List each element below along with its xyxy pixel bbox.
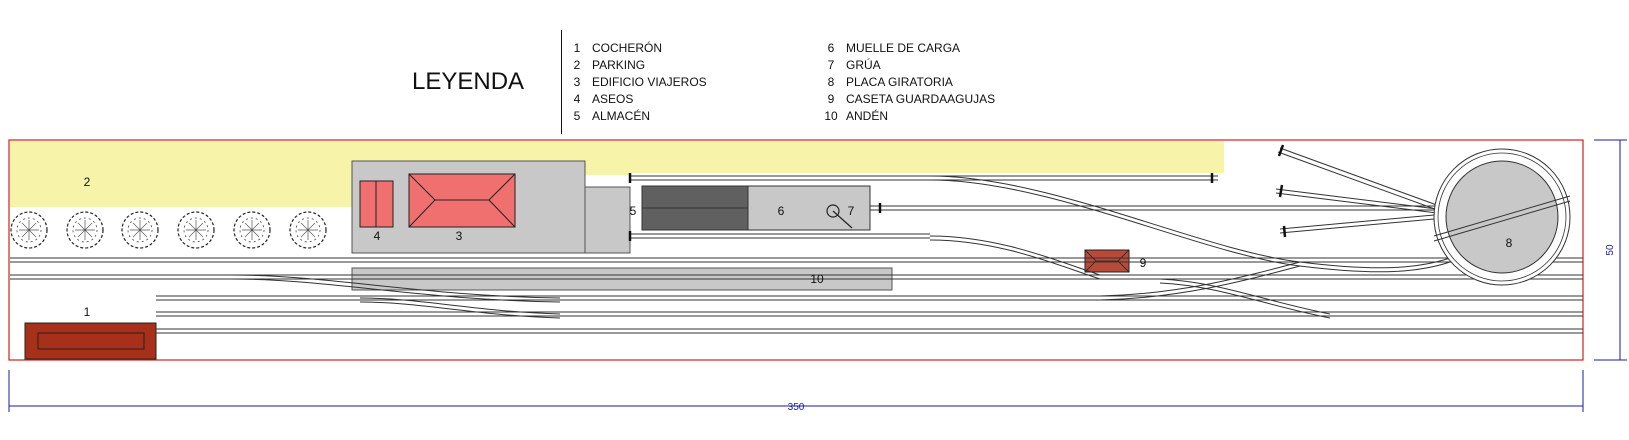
legend-item: 4 ASEOS — [566, 91, 707, 108]
tree-icon — [66, 211, 104, 249]
label-aseos: 4 — [374, 229, 381, 243]
dock-track-middle — [870, 205, 1450, 211]
track-3 — [156, 295, 1583, 301]
legend-item: 1 COCHERÓN — [566, 40, 707, 57]
dock-lower-connection — [929, 235, 1101, 280]
muelle-de-carga — [747, 185, 871, 231]
placa-giratoria-bridge — [1433, 195, 1571, 242]
legend-item-number: 6 — [827, 41, 835, 55]
legend-item-label: COCHERÓN — [592, 41, 663, 55]
crossover-left-2 — [359, 297, 561, 319]
legend-item-number: 7 — [827, 58, 835, 72]
legend-item-number: 1 — [573, 41, 581, 55]
cocheron-building — [24, 322, 157, 360]
legend-item-label: PARKING — [592, 58, 646, 72]
legend-item: 5 ALMACÉN — [566, 108, 707, 125]
label-almacen: 5 — [630, 204, 637, 218]
label-caseta-guardaagujas: 9 — [1140, 256, 1147, 270]
legend-item-label: ALMACÉN — [592, 109, 651, 123]
legend-item: 3 EDIFICIO VIAJEROS — [566, 74, 707, 91]
tree-icon — [121, 211, 159, 249]
radial-track-1 — [1277, 147, 1446, 213]
grua-arm — [832, 210, 853, 229]
grua-icon — [826, 204, 840, 218]
crossover-left-1 — [229, 274, 561, 303]
buffer-stop — [1277, 144, 1285, 157]
label-muelle-de-carga: 6 — [778, 204, 785, 218]
legend-item-number: 4 — [573, 92, 581, 106]
legend-item-number: 5 — [573, 109, 581, 123]
legend-item-number: 10 — [824, 109, 838, 123]
tree-icon — [10, 211, 48, 249]
legend-item: 9 CASETA GUARDAAGUJAS — [820, 91, 996, 108]
legend-item-label: GRÚA — [846, 58, 881, 72]
legend-item-number: 9 — [827, 92, 835, 106]
parking-area — [10, 141, 1224, 207]
legend-item-label: CASETA GUARDAAGUJAS — [846, 92, 996, 106]
legend-item: 10 ANDÉN — [820, 108, 995, 125]
dock-track-lower — [630, 233, 930, 239]
label-anden: 10 — [810, 272, 824, 286]
height-dimension-label: 50 — [1605, 244, 1616, 256]
legend-item: 6 MUELLE DE CARGA — [820, 40, 995, 57]
legend-divider — [561, 30, 562, 134]
legend-item: 7 GRÚA — [820, 57, 995, 74]
buffer-stop — [1278, 184, 1284, 198]
label-placa-giratoria: 8 — [1506, 236, 1513, 250]
legend-item-label: MUELLE DE CARGA — [846, 41, 961, 55]
cocheron-track — [156, 328, 1583, 334]
legend-item-number: 8 — [827, 75, 835, 89]
main-track — [10, 257, 1583, 263]
turntable-approach-curve — [929, 175, 1451, 273]
legend-item-label: ASEOS — [592, 92, 634, 106]
legend-item-label: ANDÉN — [846, 109, 889, 123]
legend-item-number: 3 — [573, 75, 581, 89]
edificio-roof-lines — [408, 173, 516, 228]
label-edificio-viajeros: 3 — [456, 229, 463, 243]
legend-item-label: EDIFICIO VIAJEROS — [592, 75, 707, 89]
tree-icon — [177, 211, 215, 249]
label-grua: 7 — [848, 204, 855, 218]
radial-track-2 — [1275, 188, 1446, 215]
radial-track-3 — [1279, 213, 1446, 234]
dock-track-upper — [630, 175, 1218, 181]
placa-giratoria-pit — [1445, 160, 1559, 274]
legend-item: 8 PLACA GIRATORIA — [820, 74, 995, 91]
cocheron-track-outline — [37, 332, 145, 350]
legend-item-label: PLACA GIRATORIA — [846, 75, 953, 89]
track-2 — [10, 274, 1583, 280]
crossover-diag — [1099, 261, 1301, 301]
placa-giratoria-ring — [1437, 152, 1567, 282]
legend-item: 2 PARKING — [566, 57, 707, 74]
almacen-building — [584, 186, 631, 254]
tree-icon — [233, 211, 271, 249]
tree-icon — [289, 211, 327, 249]
width-dimension-label: 350 — [788, 402, 805, 413]
label-parking: 2 — [84, 175, 91, 189]
track-4 — [156, 311, 1583, 317]
crossover-right — [1159, 278, 1331, 319]
legend-title: LEYENDA — [412, 68, 525, 95]
label-cocheron: 1 — [84, 305, 91, 319]
legend-item-number: 2 — [573, 58, 581, 72]
buffer-stop — [1282, 225, 1287, 238]
